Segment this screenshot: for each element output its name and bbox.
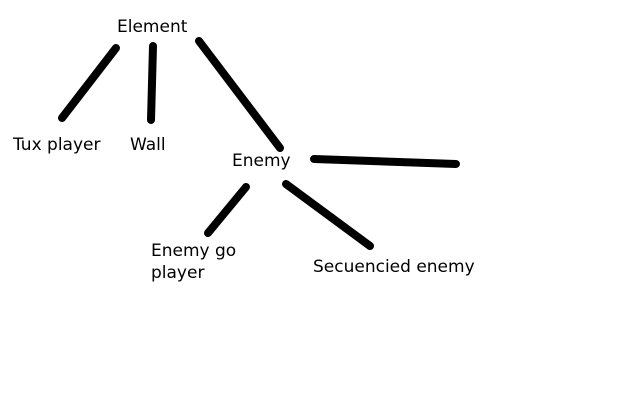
node-enemy: Enemy [232,151,291,171]
node-tux-player: Tux player [13,135,101,155]
edge-element-tux-player [58,44,120,122]
node-enemy-go-player-line-2: player [151,263,205,283]
node-enemy-go-player: Enemy go player [151,240,236,284]
edge-enemy-enemy-go-player [204,183,250,237]
node-element: Element [117,17,188,37]
node-secuencied-enemy: Secuencied enemy [313,257,475,277]
node-enemy-go-player-line-1: Enemy go [151,241,237,261]
edge-enemy-secuencied-enemy [282,180,374,250]
edge-enemy-unlabeled [310,155,460,168]
edge-element-wall [147,42,157,124]
node-wall: Wall [130,135,166,155]
edge-element-enemy [195,37,284,152]
